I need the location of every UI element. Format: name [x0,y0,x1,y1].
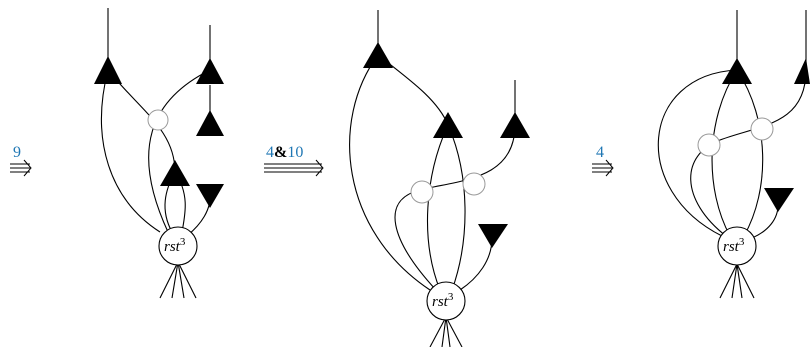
up-triangle [196,110,224,136]
node-label: rst3 [723,236,745,255]
node-label: rst3 [432,291,454,310]
rst3-node [158,226,198,266]
crossing-marker [697,133,721,157]
down-triangle [196,184,224,208]
up-triangle [363,42,393,68]
up-triangle [196,58,224,84]
diagram-3: rst3 [657,10,810,299]
up-triangle [160,160,190,186]
step-link-4[interactable]: 4 [266,144,274,161]
diagram-1: rst3 [94,8,224,299]
down-triangle [478,224,508,248]
up-triangle [500,112,530,138]
rewrite-arrow-2: 4&10 [264,144,324,177]
up-triangle [794,58,810,84]
crossing-marker [147,109,169,131]
crossing-marker [462,172,486,196]
rst3-node [717,226,757,266]
down-triangle [764,188,794,212]
node-label: rst3 [164,236,186,255]
step-label-2: 4&10 [266,144,303,161]
rewrite-arrow-3: 4 [592,144,614,177]
up-triangle [433,112,463,138]
diagram-2: rst3 [349,10,530,347]
step-label-1[interactable]: 9 [13,144,21,161]
crossing-marker [410,180,434,204]
up-triangle [94,56,122,84]
step-label-3[interactable]: 4 [596,144,604,161]
crossing-marker [750,117,774,141]
rst3-node [426,281,466,321]
step-link-10[interactable]: 10 [287,144,303,161]
rewrite-arrow-1: 9 [10,144,32,177]
up-triangle [722,58,752,84]
